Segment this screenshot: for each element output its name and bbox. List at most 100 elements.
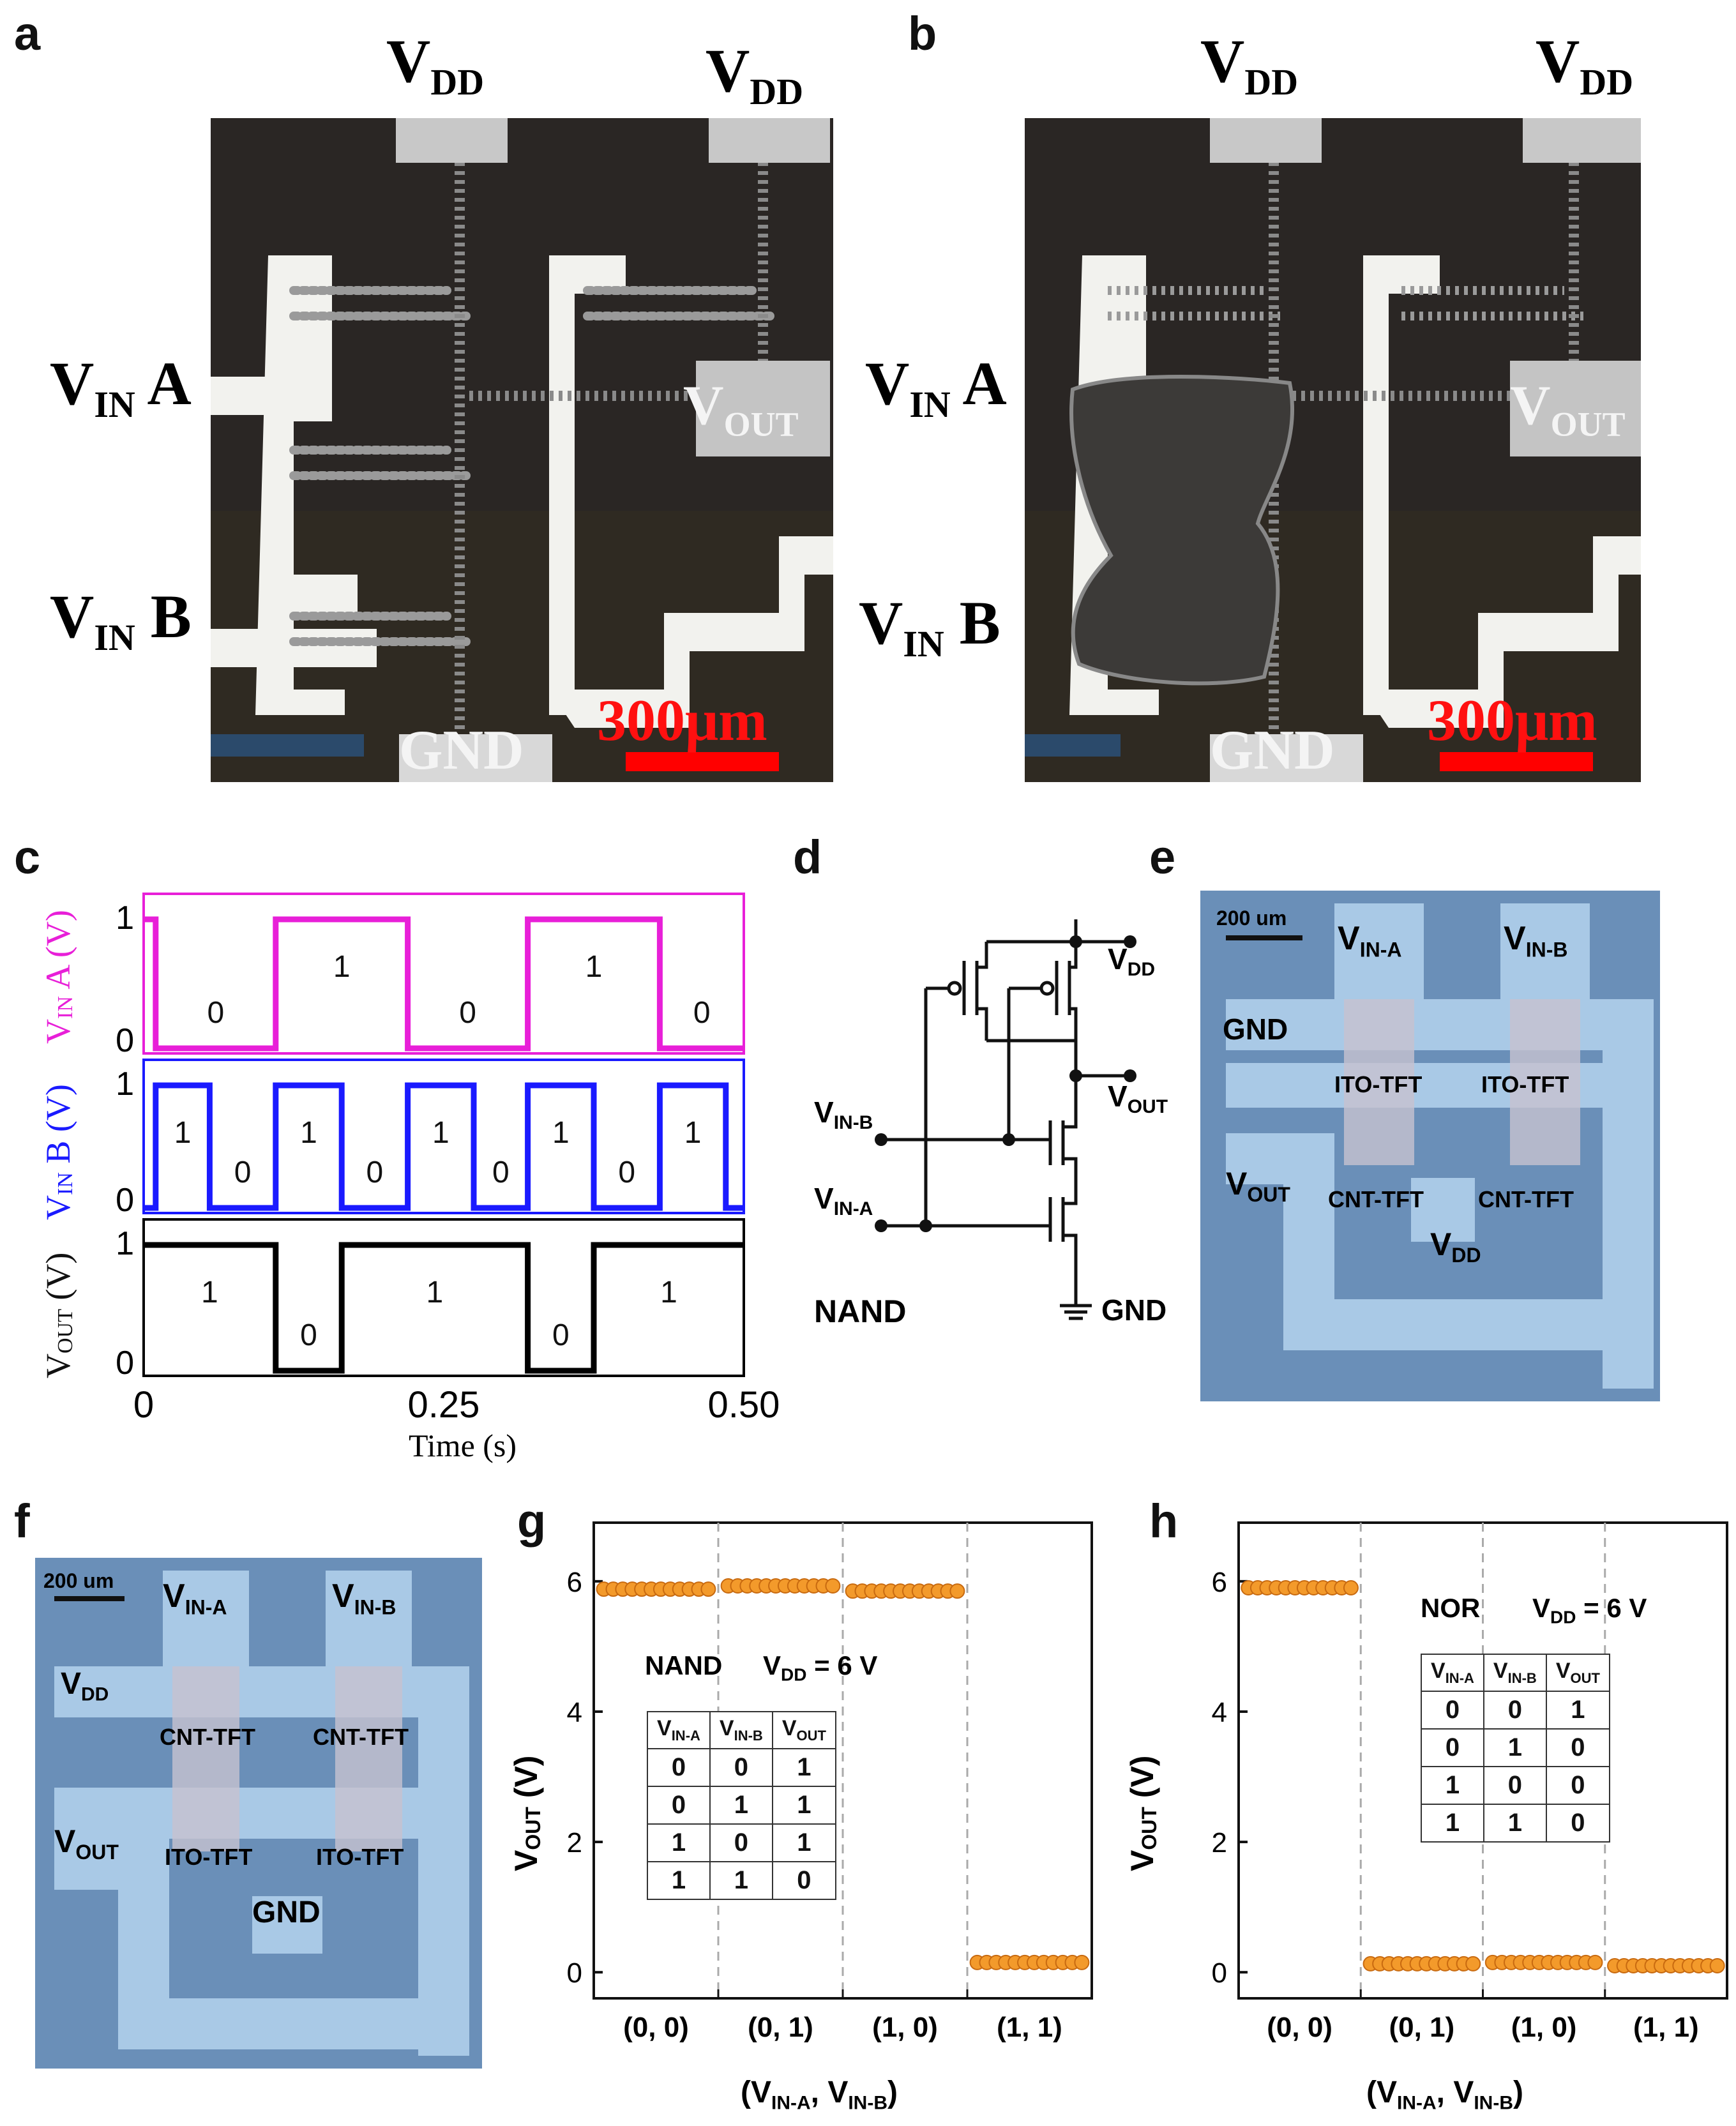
data-point: [1465, 1956, 1481, 1971]
panel-e-micrograph: [1200, 891, 1660, 1401]
trace-1-state-label: 1: [174, 1116, 192, 1150]
f-vina-label: VIN-A: [163, 1578, 227, 1619]
b-scale-label: 300μm: [1427, 688, 1597, 753]
a-gnd-label: GND: [399, 720, 524, 781]
truth-table-cell: 0: [1483, 1690, 1547, 1730]
truth-table-cell: 1: [1545, 1690, 1610, 1730]
a-vinb-label: VIN B: [50, 582, 192, 659]
truth-table-cell: 1: [709, 1860, 773, 1900]
data-point: [1587, 1954, 1603, 1970]
trace-1-state-label: 1: [300, 1116, 317, 1150]
truth-table-cell: 0: [647, 1785, 711, 1825]
e-vdd-label: VDD: [1430, 1226, 1481, 1267]
truth-table-cell: 0: [647, 1747, 711, 1787]
scale-bar-blue: [211, 734, 364, 757]
truth-table-header: VIN-B: [1483, 1654, 1547, 1692]
truth-table-cell: 0: [1421, 1728, 1484, 1767]
b-vdd-label-1: VDD: [1200, 27, 1299, 103]
truth-table-cell: 0: [709, 1747, 773, 1787]
panel-label-e: e: [1149, 831, 1176, 884]
e-scale-label: 200 um: [1216, 907, 1287, 930]
ytick: 0: [116, 1182, 134, 1219]
f-vout-label: VOUT: [54, 1823, 119, 1864]
h-xlabel: (VIN-A, VIN-B): [1366, 2076, 1523, 2114]
ytick-label: 6: [1212, 1567, 1227, 1598]
xtick-label: (1, 1): [1633, 2012, 1699, 2043]
ytick-label: 0: [1212, 1957, 1227, 1989]
truth-table-cell: 1: [647, 1860, 711, 1900]
xtick-label: 0.50: [708, 1384, 780, 1426]
xtick-label: (0, 1): [748, 2012, 813, 2043]
truth-table-cell: 0: [771, 1860, 836, 1900]
data-point: [949, 1583, 965, 1599]
panel-d-schematic: [875, 919, 1136, 1320]
ytick-label: 0: [567, 1957, 582, 1989]
truth-table-cell: 1: [1483, 1803, 1547, 1843]
e-vout-label: VOUT: [1226, 1166, 1290, 1206]
e-ito-label-2: ITO-TFT: [1481, 1071, 1569, 1097]
trace-1-state-label: 0: [618, 1156, 635, 1189]
data-point: [1709, 1957, 1725, 1973]
d-vdd-label: VDD: [1108, 942, 1156, 981]
xtick-label: (1, 0): [1511, 2012, 1577, 2043]
xtick-label: (0, 1): [1389, 2012, 1455, 2043]
a-vina-label: VIN A: [50, 349, 192, 426]
trace-0-state-label: 1: [585, 950, 603, 984]
e-cnt-label-1: CNT-TFT: [1328, 1186, 1424, 1212]
f-cnt-label-2: CNT-TFT: [313, 1724, 409, 1750]
g-title: NAND: [645, 1650, 723, 1680]
truth-table-header: VIN-A: [647, 1711, 711, 1749]
b-vina-label: VIN A: [865, 349, 1007, 426]
trace-1-state-label: 0: [492, 1156, 509, 1189]
truth-table-header: VIN-B: [709, 1711, 773, 1749]
xtick-label: (0, 0): [623, 2012, 689, 2043]
panel-label-g: g: [517, 1495, 547, 1548]
a-vdd-label-1: VDD: [386, 27, 485, 103]
xtick-label: (1, 1): [997, 2012, 1062, 2043]
truth-table-cell: 1: [1421, 1803, 1484, 1843]
g-subtitle: VDD = 6 V: [763, 1650, 878, 1685]
truth-table-cell: 1: [771, 1823, 836, 1862]
trace-2-state-label: 0: [552, 1318, 570, 1352]
truth-table-cell: 0: [1545, 1765, 1610, 1805]
h-subtitle: VDD = 6 V: [1532, 1593, 1647, 1627]
trace-1-state-label: 1: [432, 1116, 449, 1150]
h-ylabel: VOUT (V): [1124, 1755, 1161, 1871]
panel-label-h: h: [1149, 1495, 1179, 1548]
panel-a-micrograph: [211, 118, 833, 782]
truth-table-header: VIN-A: [1421, 1654, 1484, 1692]
ytick-label: 2: [567, 1827, 582, 1858]
e-scale-bar: [1226, 935, 1302, 940]
truth-table-cell: 0: [709, 1823, 773, 1862]
trace-0-state-label: 1: [333, 950, 351, 984]
a-vdd-label-2: VDD: [706, 36, 804, 113]
d-vinb-label: VIN-B: [814, 1096, 873, 1134]
trace-0-state-label: 0: [459, 996, 476, 1030]
g-xlabel: (VIN-A, VIN-B): [741, 2076, 898, 2114]
ytick-label: 4: [1212, 1697, 1227, 1728]
trace-2-state-label: 1: [426, 1276, 444, 1309]
ytick: 0: [116, 1022, 134, 1059]
h-title: NOR: [1421, 1593, 1481, 1623]
data-point: [825, 1578, 841, 1594]
b-vdd-label-2: VDD: [1536, 27, 1634, 103]
truth-table-cell: 0: [1545, 1728, 1610, 1767]
e-vinb-label: VIN-B: [1504, 920, 1568, 961]
f-cnt-label-1: CNT-TFT: [160, 1724, 255, 1750]
c-ylabel-a: VIN A (V): [39, 910, 77, 1044]
truth-table-cell: 1: [709, 1785, 773, 1825]
trace-1-state-label: 1: [684, 1116, 702, 1150]
panel-label-d: d: [793, 831, 822, 884]
a-vout-label: VOUT: [683, 375, 799, 444]
trace-2-state-label: 1: [201, 1276, 218, 1309]
panel-label-f: f: [14, 1495, 30, 1548]
